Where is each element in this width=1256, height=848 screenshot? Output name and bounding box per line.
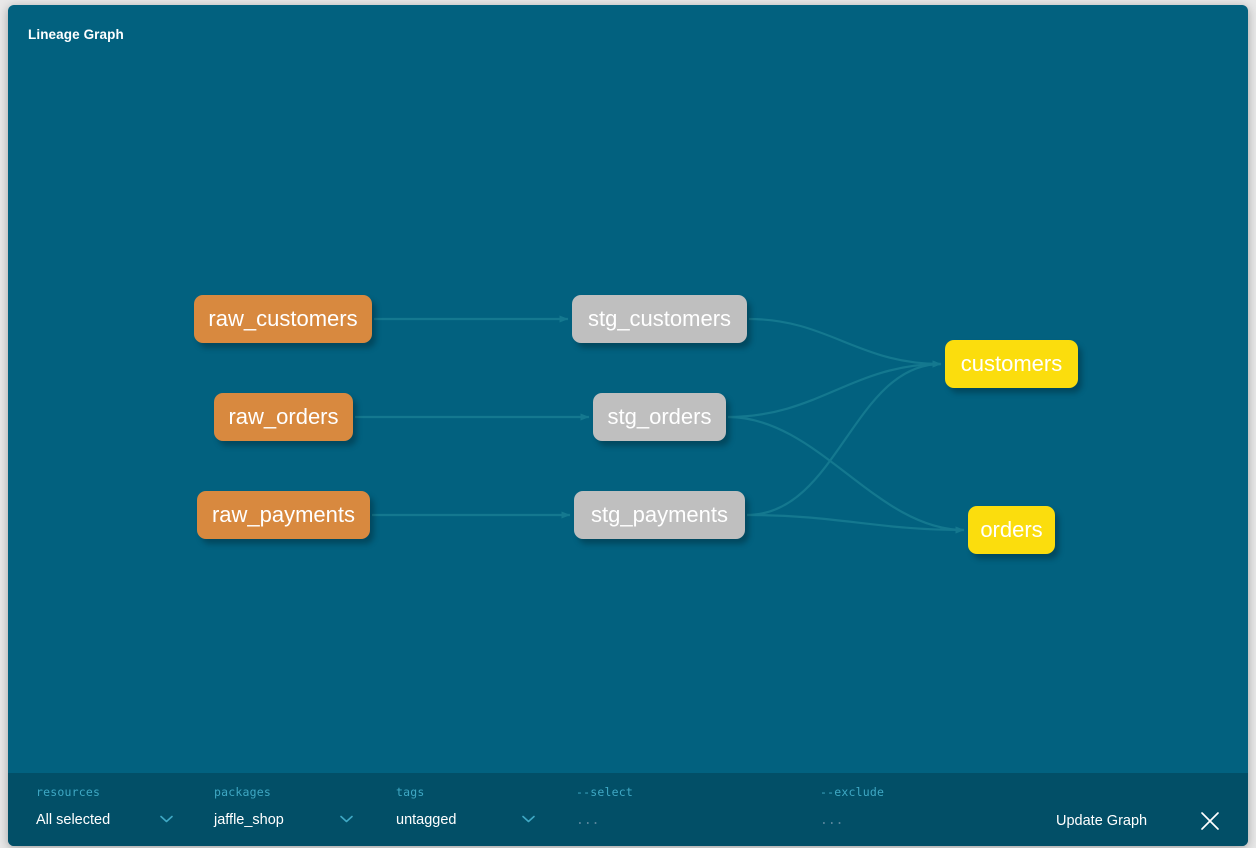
exclude-label: --exclude <box>820 785 885 799</box>
graph-node-label: raw_payments <box>211 502 356 527</box>
resources-value: All selected <box>36 812 111 828</box>
resources-select[interactable]: All selected <box>36 809 186 831</box>
select-input[interactable]: ... <box>576 812 600 828</box>
packages-select[interactable]: jaffle_shop <box>214 809 364 831</box>
tags-filter[interactable]: tags untagged <box>396 785 546 831</box>
graph-node-stg_customers[interactable]: stg_customers <box>572 295 747 343</box>
resources-label: resources <box>36 785 101 799</box>
tags-select[interactable]: untagged <box>396 809 546 831</box>
tags-label: tags <box>396 785 425 799</box>
graph-node-stg_payments[interactable]: stg_payments <box>574 491 745 539</box>
graph-node-label: stg_customers <box>587 306 732 331</box>
exclude-input-wrapper[interactable]: ... <box>820 809 1040 831</box>
packages-filter[interactable]: packages jaffle_shop <box>214 785 364 831</box>
graph-canvas[interactable]: raw_customers raw_orders raw_payments stg_c… <box>8 63 1248 773</box>
graph-node-label: raw_customers <box>208 306 358 331</box>
exclude-filter[interactable]: --exclude ... <box>820 785 1040 831</box>
graph-node-customers[interactable]: customers <box>945 340 1078 388</box>
graph-node-raw_customers[interactable]: raw_customers <box>194 295 372 343</box>
update-graph-button[interactable]: Update Graph <box>1056 813 1148 829</box>
graph-node-raw_payments[interactable]: raw_payments <box>197 491 370 539</box>
select-filter[interactable]: --select ... <box>576 785 796 831</box>
packages-value: jaffle_shop <box>214 812 284 828</box>
graph-node-label: stg_payments <box>591 502 728 527</box>
lineage-graph-panel: Lineage Graph <box>8 5 1248 846</box>
resources-filter[interactable]: resources All selected <box>36 785 186 831</box>
close-icon[interactable] <box>1198 809 1222 833</box>
graph-node-label: stg_orders <box>607 404 712 429</box>
edge-stg_payments-orders <box>746 513 965 534</box>
page-title: Lineage Graph <box>28 27 124 42</box>
graph-node-label: orders <box>980 517 1043 542</box>
chevron-down-icon <box>522 815 535 823</box>
graph-node-stg_orders[interactable]: stg_orders <box>593 393 726 441</box>
chevron-down-icon <box>160 815 173 823</box>
edge-stg_payments-customers <box>746 360 942 517</box>
graph-node-raw_orders[interactable]: raw_orders <box>214 393 353 441</box>
tags-value: untagged <box>396 812 457 828</box>
graph-node-orders[interactable]: orders <box>968 506 1055 554</box>
graph-node-label: customers <box>960 351 1063 376</box>
edge-stg_orders-customers <box>727 360 942 419</box>
graph-edges <box>355 315 965 534</box>
panel-header: Lineage Graph <box>8 5 1248 63</box>
packages-label: packages <box>214 785 271 799</box>
chevron-down-icon <box>340 815 353 823</box>
exclude-input[interactable]: ... <box>820 812 844 828</box>
edge-stg_orders-orders <box>727 415 965 534</box>
graph-node-label: raw_orders <box>228 404 339 429</box>
select-label: --select <box>576 785 633 799</box>
edge-stg_customers-customers <box>748 317 942 368</box>
select-input-wrapper[interactable]: ... <box>576 809 796 831</box>
graph-control-bar: resources All selected packages jaffle_s… <box>8 770 1248 846</box>
